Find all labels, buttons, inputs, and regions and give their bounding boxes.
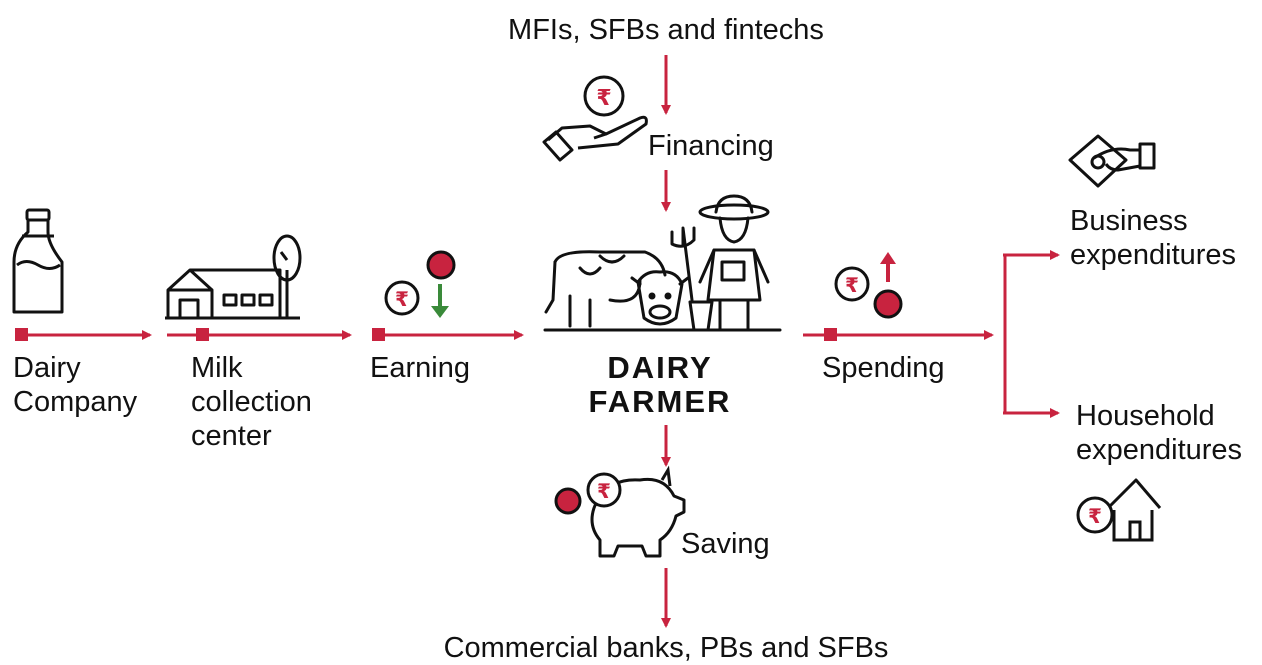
label-mfi-sfb-fintechs: MFIs, SFBs and fintechs [508,14,824,46]
label-household-line1: Household [1076,400,1215,432]
financing-hand-icon: ₹ [542,75,648,162]
label-business-line1: Business [1070,205,1188,237]
arrow-farmer-to-spending [803,328,994,341]
arrow-earning-to-farmer [372,328,524,341]
svg-text:₹: ₹ [596,86,611,111]
label-dairy-company-line2: Company [13,386,138,418]
label-earning: Earning [370,352,470,384]
spending-rupee-icon: ₹ [834,252,903,319]
household-house-icon: ₹ [1076,478,1162,542]
dairy-farmer-icon [543,194,782,332]
label-financing: Financing [648,130,774,162]
arrow-center-to-earning [167,328,352,341]
business-payment-icon [1068,134,1156,188]
svg-text:₹: ₹ [845,273,859,297]
label-milk-center-line1: Milk [191,352,243,384]
saving-piggy-bank-icon: ₹ [554,465,686,558]
label-saving: Saving [681,528,770,560]
milk-collection-center-icon [165,234,302,320]
milk-bottle-icon [12,208,64,314]
label-business-line2: expenditures [1070,239,1237,271]
label-milk-center-line2: collection [191,386,312,418]
label-dairy: DAIRY [607,350,713,385]
svg-text:₹: ₹ [597,479,611,503]
label-milk-center-line3: center [191,420,272,452]
label-spending: Spending [822,352,945,384]
arrow-company-to-center [15,328,152,341]
svg-text:₹: ₹ [395,287,409,311]
earning-rupee-icon: ₹ [384,250,456,318]
label-household-line2: expenditures [1076,434,1243,466]
label-farmer: FARMER [588,384,732,419]
label-commercial-banks: Commercial banks, PBs and SFBs [443,632,889,664]
label-dairy-company-line1: Dairy [13,352,81,384]
arrow-branch-expenditures [1003,250,1060,418]
svg-text:₹: ₹ [1088,504,1102,528]
